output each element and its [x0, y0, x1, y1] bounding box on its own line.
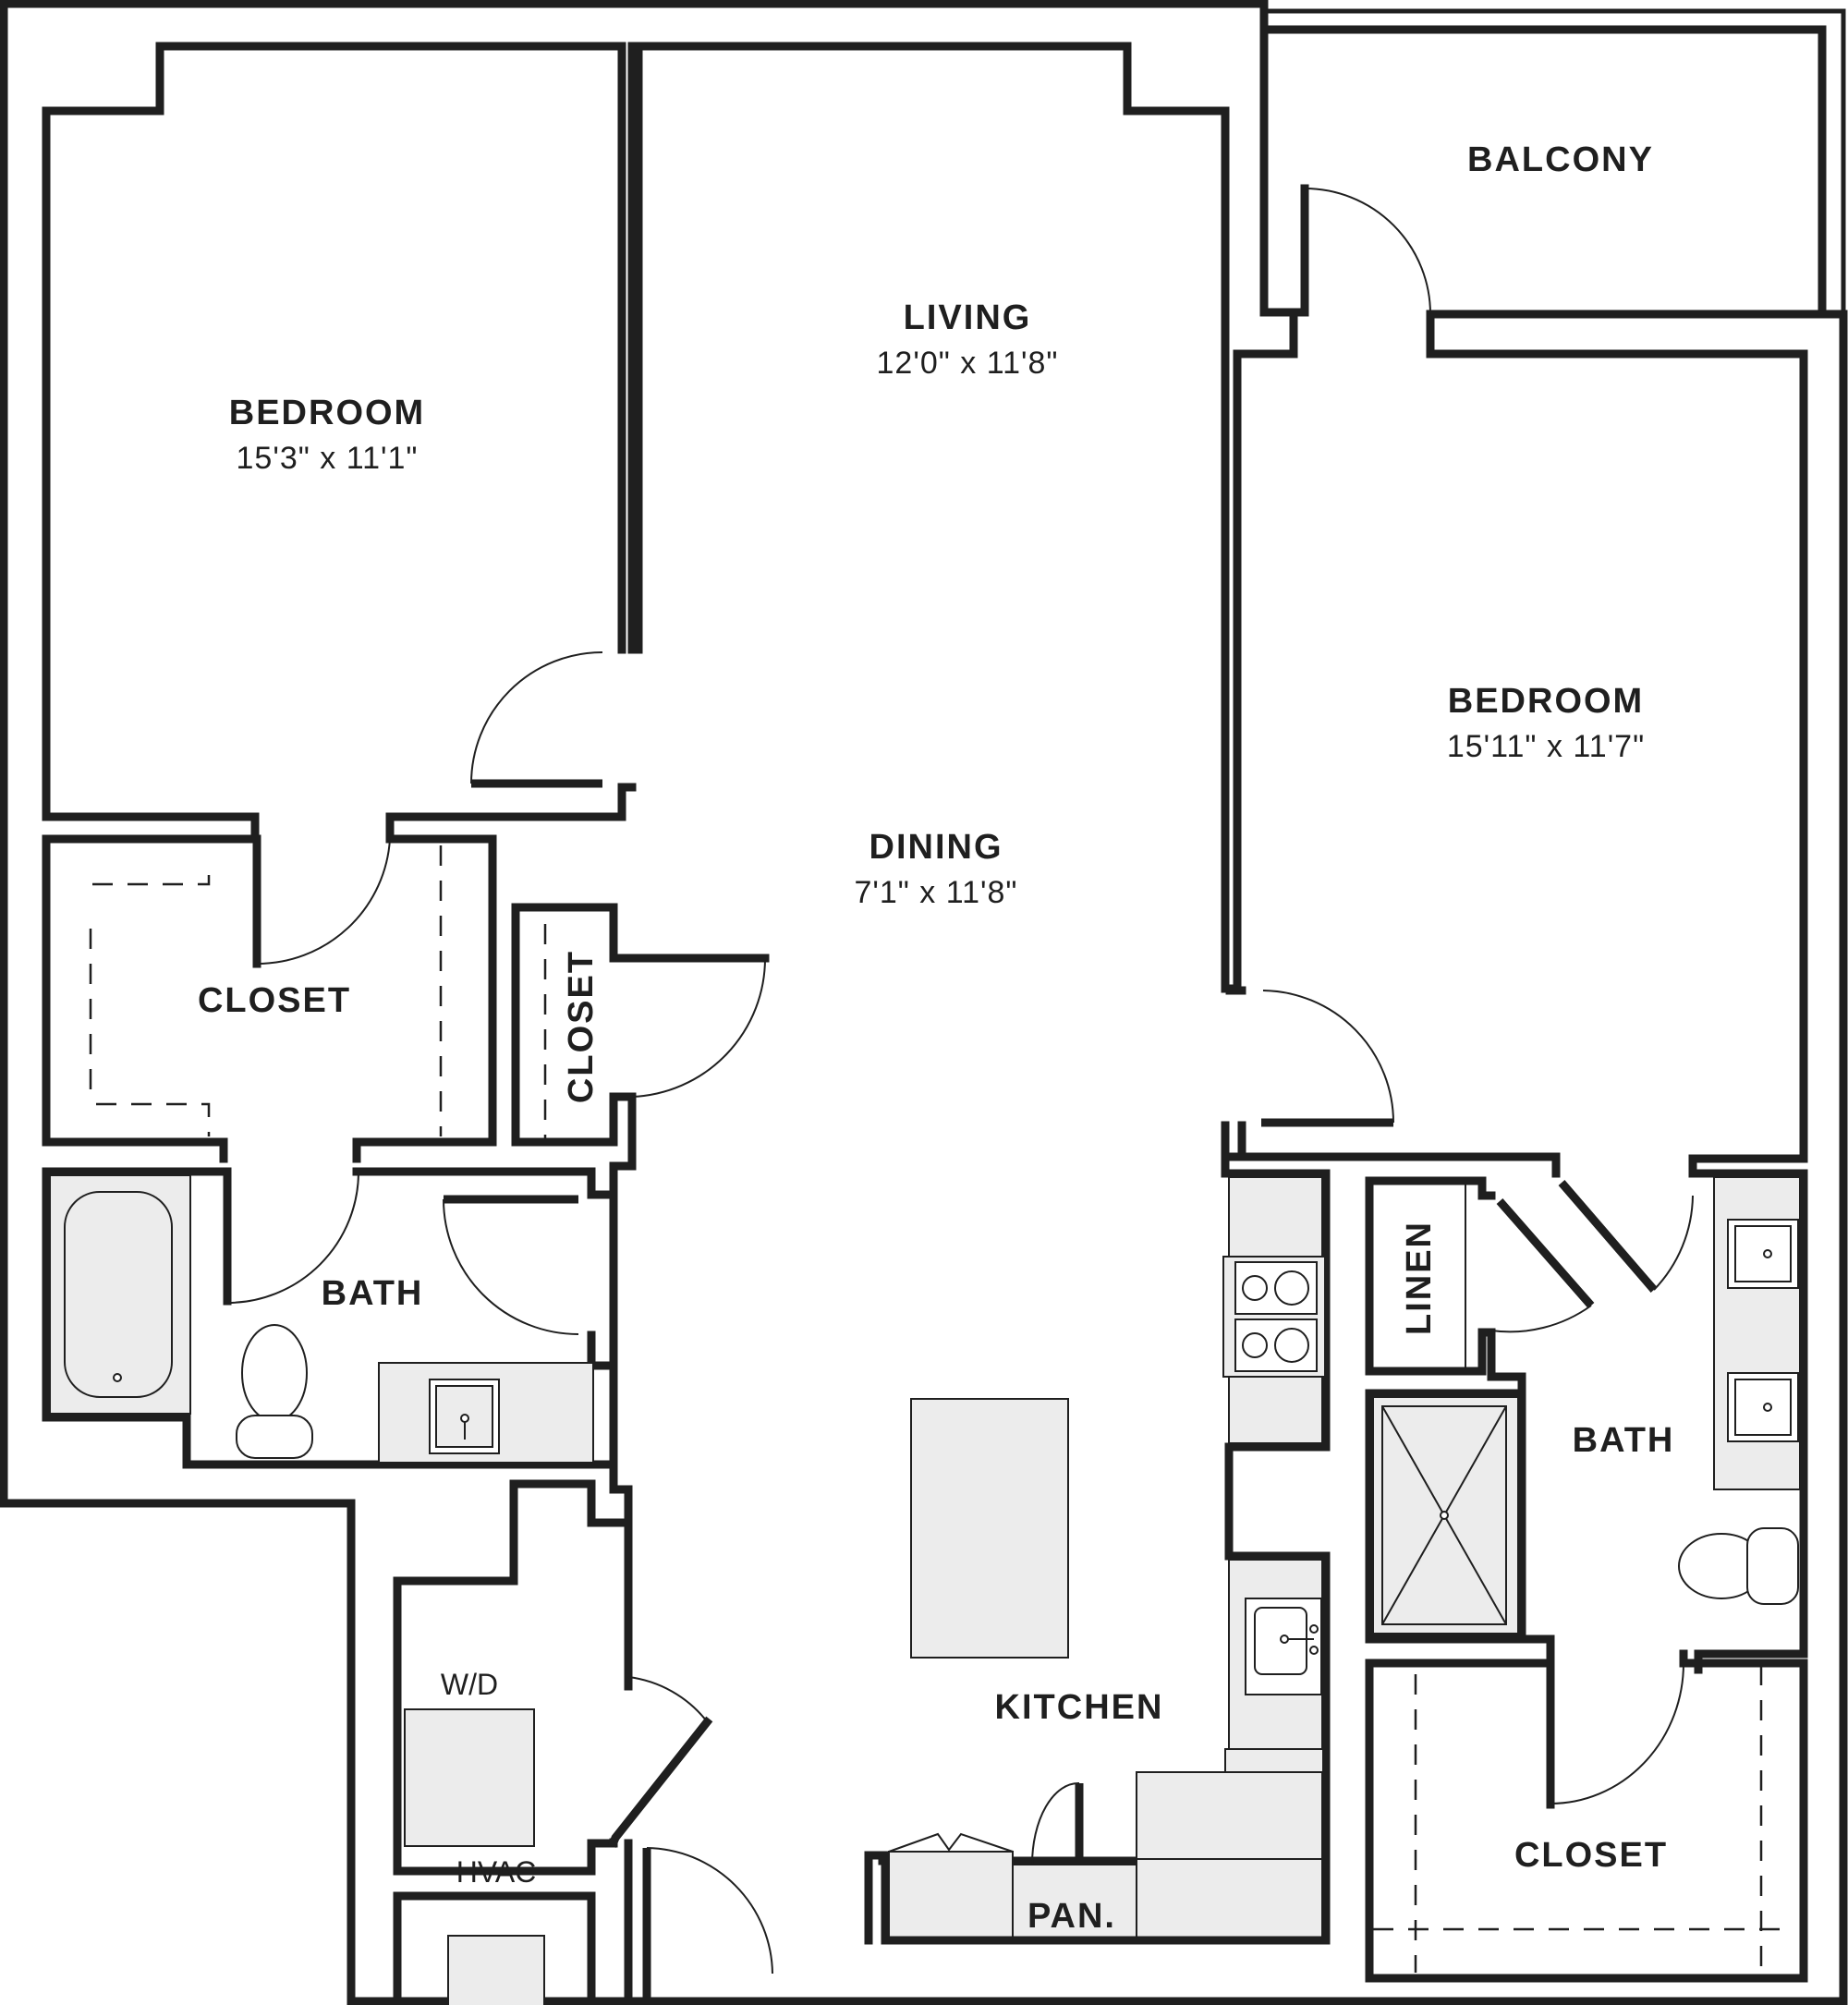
bath-right: LINEN BATH	[1365, 1154, 1808, 1674]
linen-label: LINEN	[1400, 1221, 1439, 1335]
closet-hall	[511, 903, 770, 1171]
closet-hall-label: CLOSET	[562, 950, 601, 1103]
closet-right: CLOSET	[1365, 1633, 1808, 1983]
kitchen: PAN. KITCHEN	[864, 1121, 1331, 1945]
closet-left-label: CLOSET	[198, 981, 351, 1020]
dining-dims: 7'1" x 11'8"	[854, 875, 1017, 910]
bedroom-left-label: BEDROOM	[229, 394, 425, 432]
bath-left	[42, 1167, 618, 1469]
balcony-label: BALCONY	[1467, 140, 1654, 179]
room-labels: BEDROOM 15'3" x 11'1" LIVING 12'0" x 11'…	[198, 140, 1654, 1313]
bedroom-left-walls	[42, 42, 637, 841]
dining-label: DINING	[869, 828, 1003, 867]
pantry-label: PAN.	[1027, 1897, 1116, 1936]
washer-dryer-label: W/D	[441, 1668, 498, 1701]
living-label: LIVING	[904, 298, 1032, 337]
kitchen-label: KITCHEN	[995, 1688, 1164, 1727]
closet-left	[42, 834, 497, 1163]
bedroom-right-label: BEDROOM	[1448, 682, 1644, 721]
bath-right-label: BATH	[1573, 1421, 1675, 1460]
bedroom-right-dims: 15'11" x 11'7"	[1447, 729, 1645, 764]
bedroom-right-walls	[1221, 986, 1561, 1178]
living-dining-walls	[634, 42, 1808, 1163]
living-dims: 12'0" x 11'8"	[877, 346, 1059, 381]
bedroom-left-dims: 15'3" x 11'1"	[237, 441, 419, 476]
bath-left-label: BATH	[322, 1274, 424, 1313]
laundry-hvac: W/D HVAC	[393, 1161, 773, 2005]
closet-right-label: CLOSET	[1514, 1836, 1668, 1875]
hvac-label: HVAC	[456, 1855, 537, 1889]
